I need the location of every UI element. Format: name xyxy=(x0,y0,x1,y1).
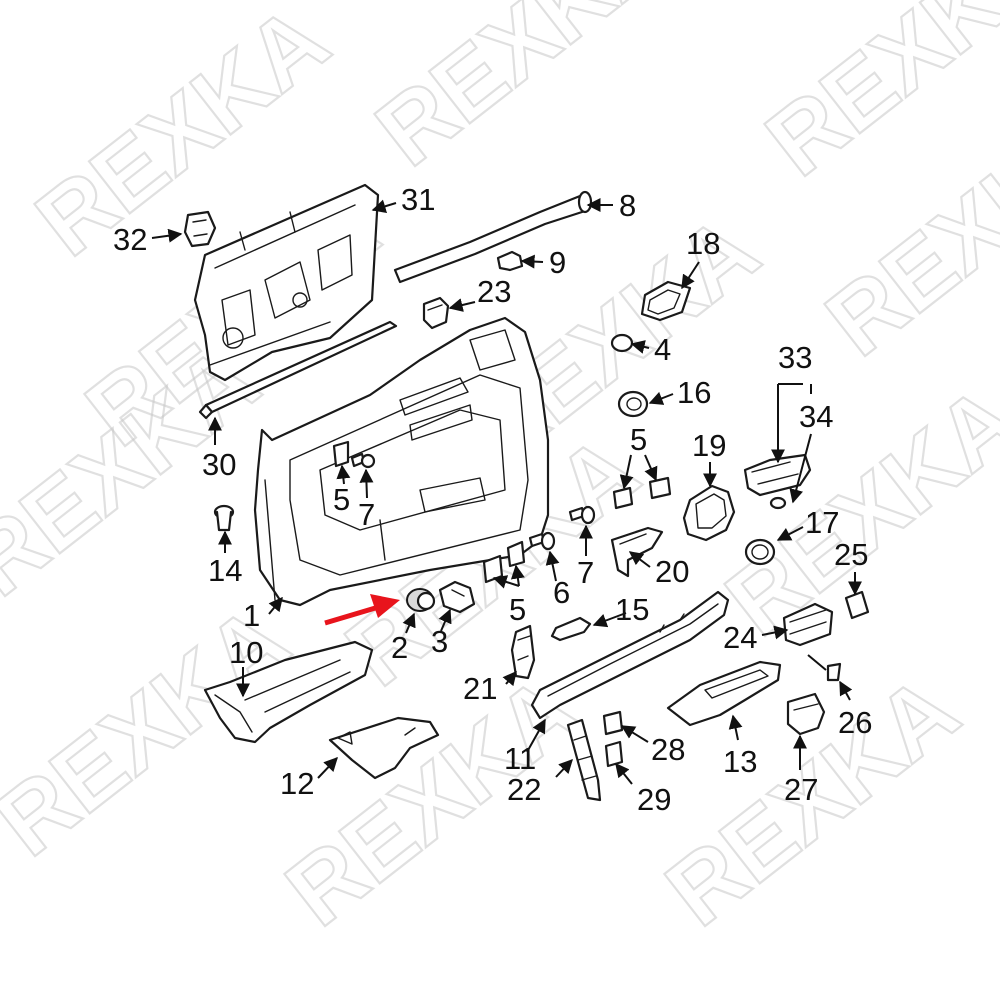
callout-25: 25 xyxy=(834,537,868,572)
callout-26: 26 xyxy=(838,705,872,740)
part-24-switch-housing xyxy=(782,602,834,647)
part-10-door-pocket xyxy=(203,640,374,744)
part-13-grab-handle xyxy=(666,660,782,727)
part-32-clip xyxy=(183,210,217,248)
callout-12: 12 xyxy=(280,766,314,801)
part-30-window-seal xyxy=(198,320,398,420)
part-19-mirror-trim xyxy=(682,484,736,542)
leader-lines xyxy=(151,198,862,785)
callout-33: 33 xyxy=(778,340,812,375)
part-27-actuator xyxy=(786,692,826,736)
callout-8: 8 xyxy=(619,188,636,223)
callout-5-lower: 5 xyxy=(509,592,526,627)
callout-4: 4 xyxy=(654,332,671,367)
callout-5-middle: 5 xyxy=(630,422,647,457)
part-7-screw-upper xyxy=(350,452,376,469)
callout-31: 31 xyxy=(401,182,435,217)
part-14-plug xyxy=(213,504,235,532)
callout-1: 1 xyxy=(243,598,260,633)
callout-21: 21 xyxy=(463,671,497,706)
part-4-cap xyxy=(610,333,634,353)
callout-labels: 31 32 8 9 23 18 4 16 30 5 7 5 19 33 34 1… xyxy=(113,182,872,817)
watermark-text: REXKA xyxy=(747,0,1000,197)
callout-32: 32 xyxy=(113,222,147,257)
part-18-speaker-grille xyxy=(640,280,692,322)
callout-28: 28 xyxy=(651,732,685,767)
part-2-plug xyxy=(406,588,436,612)
callout-14: 14 xyxy=(208,553,242,588)
callout-29: 29 xyxy=(637,782,671,817)
part-1-door-trim-panel xyxy=(253,316,550,607)
part-22-switch-panel xyxy=(566,718,602,802)
callout-16: 16 xyxy=(677,375,711,410)
part-21-bracket xyxy=(510,624,536,680)
part-11-armrest xyxy=(530,590,730,720)
part-25-connector xyxy=(844,590,870,620)
callout-22: 22 xyxy=(507,772,541,807)
part-16-ring xyxy=(617,390,649,418)
callout-13: 13 xyxy=(723,744,757,779)
callout-30: 30 xyxy=(202,447,236,482)
part-26-pin xyxy=(807,654,842,682)
callout-10: 10 xyxy=(229,635,263,670)
part-28-switch xyxy=(602,710,624,736)
part-7-screw-lower xyxy=(568,505,596,525)
callout-23: 23 xyxy=(477,274,511,309)
callout-19: 19 xyxy=(692,428,726,463)
part-31-door-module-panel xyxy=(193,183,380,382)
callout-18: 18 xyxy=(686,226,720,261)
part-6-screw xyxy=(528,531,556,551)
part-15-cover xyxy=(550,616,592,642)
callout-3: 3 xyxy=(431,624,448,659)
part-12-lower-bracket xyxy=(328,716,440,780)
callout-34: 34 xyxy=(799,399,833,434)
callout-24: 24 xyxy=(723,620,757,655)
callout-20: 20 xyxy=(655,554,689,589)
part-5-clip-upper xyxy=(332,440,350,468)
callout-17: 17 xyxy=(805,505,839,540)
part-17-speaker-ring xyxy=(744,538,776,566)
callout-5-upper: 5 xyxy=(333,482,350,517)
highlight-arrow xyxy=(324,594,400,626)
part-29-switch xyxy=(604,740,624,768)
callout-27: 27 xyxy=(784,772,818,807)
callout-7-lower: 7 xyxy=(577,555,594,590)
callout-2: 2 xyxy=(391,630,408,665)
part-9-bracket xyxy=(496,250,524,272)
watermark-text: REXKA xyxy=(357,0,688,187)
callout-15: 15 xyxy=(615,592,649,627)
callout-9: 9 xyxy=(549,245,566,280)
callout-11: 11 xyxy=(504,741,536,776)
callout-7-upper: 7 xyxy=(358,497,375,532)
part-3-fastener xyxy=(438,580,476,614)
part-23-bracket xyxy=(422,296,450,330)
callout-6: 6 xyxy=(553,575,570,610)
